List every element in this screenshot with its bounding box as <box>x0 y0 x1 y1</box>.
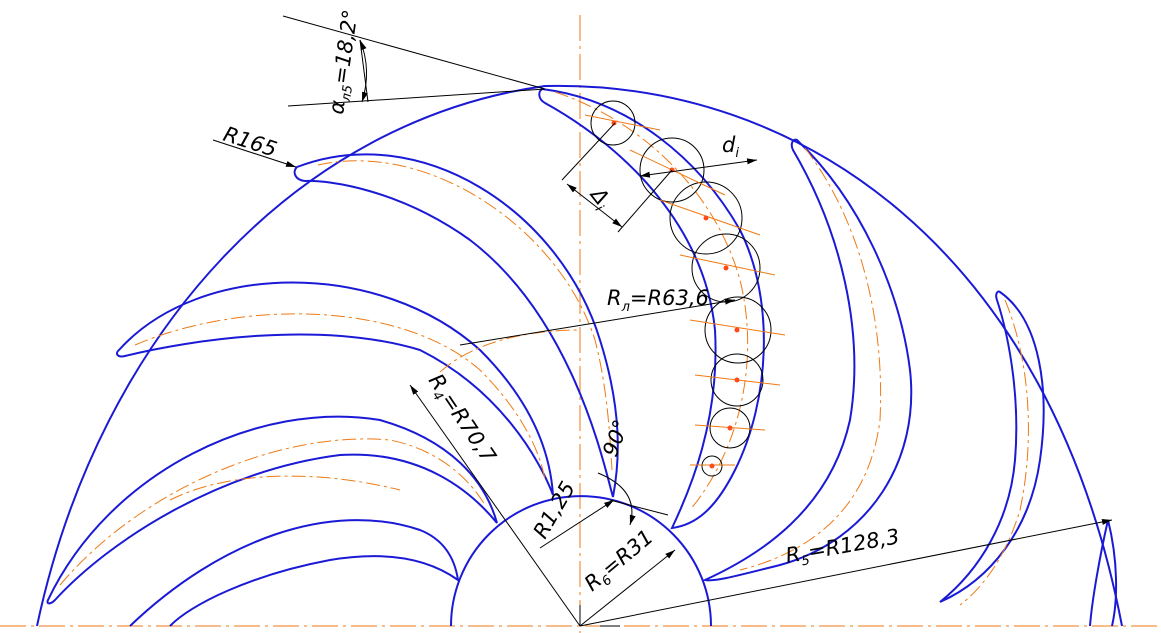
dimension-lines <box>212 15 1113 627</box>
midline-3 <box>59 438 486 586</box>
r165-leader <box>212 139 297 168</box>
center-point-7 <box>727 425 733 431</box>
midline-7 <box>169 475 401 501</box>
rl-symbol: R <box>607 286 622 310</box>
normal-2 <box>629 149 726 196</box>
midline-1 <box>317 160 613 471</box>
normal-3 <box>659 199 761 236</box>
r125-leader <box>539 499 615 549</box>
midline-6 <box>959 299 1029 606</box>
rl-value: =R63,6 <box>630 286 709 310</box>
rl-subscript: л <box>621 300 630 315</box>
d-symbol: d <box>722 133 736 157</box>
blade-1 <box>293 153 619 498</box>
delta-ext-1 <box>561 122 616 181</box>
inscribed-circle-8 <box>701 455 723 477</box>
normal-5 <box>689 319 786 336</box>
center-point-6 <box>734 377 740 383</box>
d-label: di <box>722 133 739 161</box>
alpha-symbol: α <box>324 98 350 115</box>
r6-value: =R31 <box>597 525 658 581</box>
r6-label: R6=R31 <box>580 525 661 599</box>
r5-symbol: R <box>784 542 803 568</box>
svg-text:R5=R128,3: R5=R128,3 <box>784 524 902 572</box>
blade-2 <box>116 281 554 496</box>
midline-2 <box>134 313 546 481</box>
center-point-8 <box>709 463 715 469</box>
blade-6 <box>939 290 1045 603</box>
midline-5 <box>739 147 882 571</box>
alpha-ref-line-2 <box>287 88 546 107</box>
hub-circle <box>450 495 712 627</box>
r165-label: R165 <box>220 122 279 162</box>
alpha-label: αл5=18,2° <box>324 8 366 116</box>
dimension-labels: αл5=18,2° R165 di Δi Rл=R63,6 R4=R70,7 9… <box>220 8 902 599</box>
r5-value: =R128,3 <box>806 524 901 564</box>
inscribed-circle-1 <box>590 100 636 146</box>
alpha-value: =18,2° <box>328 8 362 85</box>
r4-leader <box>409 384 581 627</box>
blade-3 <box>46 415 498 605</box>
svg-text:αл5=18,2°: αл5=18,2° <box>324 8 366 116</box>
center-point-3 <box>703 215 709 221</box>
inscribed-circle-6 <box>710 353 764 407</box>
channel-normals <box>584 114 786 469</box>
midline-4 <box>554 91 749 511</box>
blade-8 <box>129 519 460 627</box>
d-subscript: i <box>735 146 739 161</box>
normal-1 <box>584 114 661 131</box>
inscribed-circle-5 <box>704 296 772 364</box>
angle90-ext <box>609 499 669 516</box>
alpha-ref-line-1 <box>282 15 546 90</box>
center-point-1 <box>611 120 617 126</box>
centerlines <box>0 15 1161 633</box>
blade-5 <box>701 138 913 582</box>
rl-leader <box>459 298 736 346</box>
blade-4 <box>538 87 765 530</box>
blade-mid-lines <box>59 91 1029 606</box>
r6-leader <box>579 549 676 627</box>
rl-label: Rл=R63,6 <box>607 286 709 315</box>
center-point-4 <box>723 265 729 271</box>
svg-text:R6=R31: R6=R31 <box>580 525 661 599</box>
blade-7 <box>1089 519 1118 627</box>
blades <box>46 87 1118 627</box>
alpha-arc <box>359 39 368 103</box>
outer-contour <box>36 84 1123 627</box>
normal-4 <box>679 254 776 276</box>
r5-leader <box>579 519 1113 627</box>
delta-ext-2 <box>617 169 673 233</box>
svg-text:Δi: Δi <box>582 182 617 215</box>
origin-marks <box>579 605 620 627</box>
flow-arc <box>439 329 581 373</box>
r125-label: R1,25 <box>529 477 580 542</box>
wheel-contour <box>36 84 1123 627</box>
angle90-label: 90° <box>598 417 633 460</box>
r5-subscript: 5 <box>800 553 811 569</box>
r4-value: =R70,7 <box>437 388 501 467</box>
r5-label: R5=R128,3 <box>784 524 902 572</box>
inscribed-circle-7 <box>709 407 751 449</box>
delta-label: Δi <box>582 182 617 215</box>
alpha-subscript: л5 <box>339 84 356 104</box>
delta-dimension-line <box>566 183 623 228</box>
center-point-5 <box>734 327 740 333</box>
inscribed-circle-3 <box>669 181 743 255</box>
d-dimension-line <box>639 158 758 178</box>
angle90-arc <box>597 472 636 526</box>
